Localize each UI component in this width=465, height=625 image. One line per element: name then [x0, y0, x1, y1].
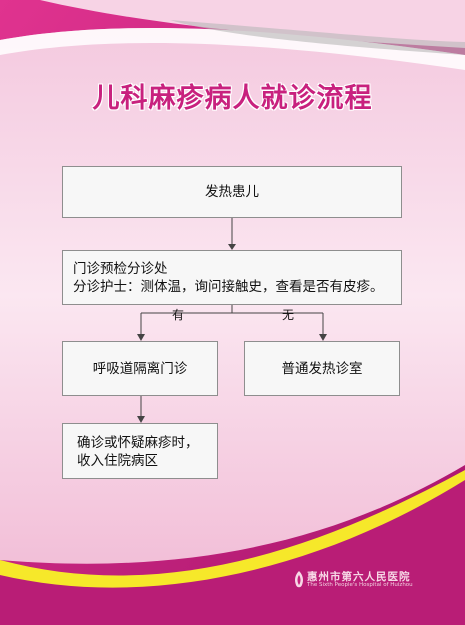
hospital-logo: 惠州市第六人民医院 The Sixth People's Hospital of… — [292, 569, 442, 593]
admission-line1: 确诊或怀疑麻疹时， — [77, 435, 199, 451]
hospital-name-en: The Sixth People's Hospital of Huizhou — [307, 582, 413, 588]
general-fever-room-box: 普通发热诊室 — [244, 341, 400, 396]
hospital-name-cn: 惠州市第六人民医院 — [307, 571, 411, 583]
hospital-emblem-icon — [295, 571, 303, 588]
admission-box: 确诊或怀疑麻疹时， 收入住院病区 — [62, 423, 218, 479]
triage-box: 门诊预检分诊处 分诊护士：测体温，询问接触史，查看是否有皮疹。 — [62, 250, 402, 305]
branch-label-no: 无 — [282, 308, 295, 322]
triage-detail: 分诊护士：测体温，询问接触史，查看是否有皮疹。 — [73, 279, 384, 295]
general-fever-room-label: 普通发热诊室 — [281, 360, 363, 377]
branch-label-yes: 有 — [172, 308, 185, 322]
isolation-clinic-label: 呼吸道隔离门诊 — [92, 360, 188, 377]
fever-child-box: 发热患儿 — [62, 166, 402, 218]
fever-child-label: 发热患儿 — [205, 184, 259, 200]
admission-line2: 收入住院病区 — [77, 453, 158, 469]
isolation-clinic-box: 呼吸道隔离门诊 — [62, 341, 218, 396]
page-title: 儿科麻疹病人就诊流程 — [92, 83, 373, 114]
triage-title: 门诊预检分诊处 — [73, 261, 168, 277]
